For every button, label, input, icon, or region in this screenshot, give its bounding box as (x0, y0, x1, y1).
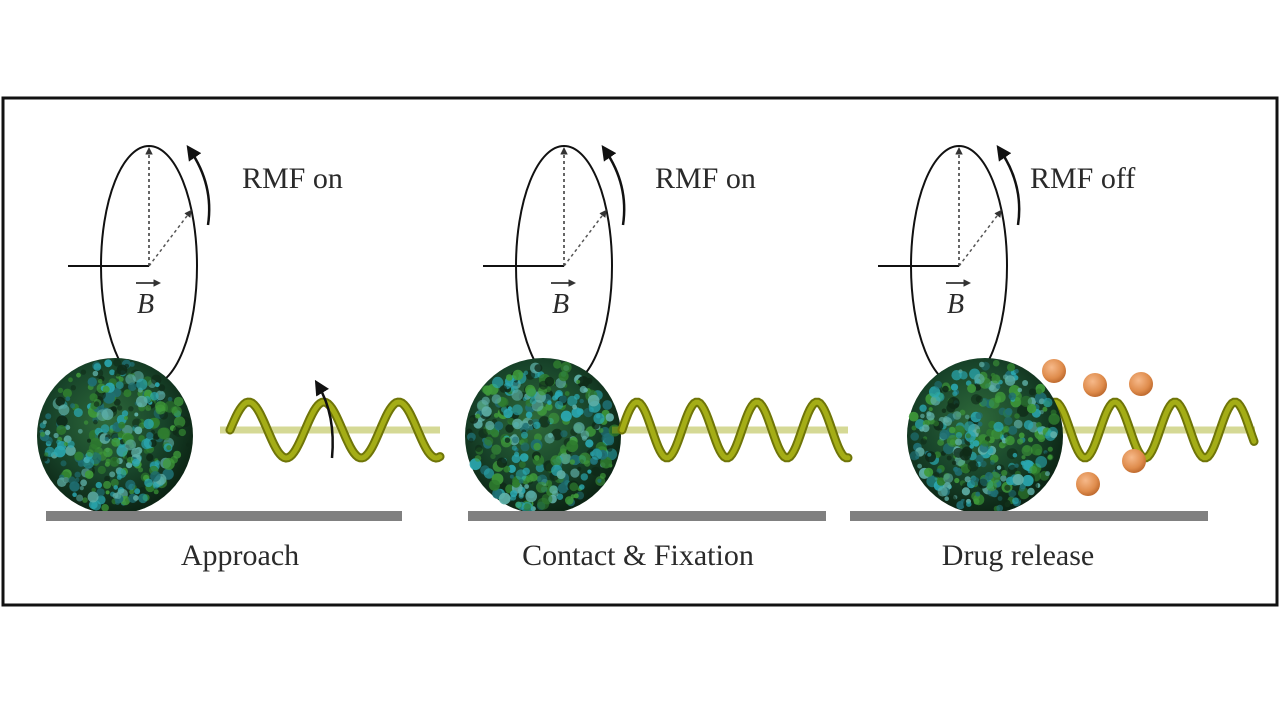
cell-texture (908, 359, 1060, 512)
tumor-cell (465, 358, 621, 514)
panel-caption: Approach (181, 539, 299, 572)
drug-particle (1083, 373, 1107, 397)
rotation-arrow-icon (186, 145, 211, 226)
field-diagram: B RMF on (68, 145, 343, 387)
field-status-label: RMF off (1030, 162, 1135, 195)
helical-microrobot (612, 397, 853, 463)
field-status-label: RMF on (655, 162, 756, 195)
drug-particle (1076, 472, 1100, 496)
drug-particles (1042, 359, 1153, 496)
rotation-arrow-icon (996, 145, 1021, 226)
cell-texture (39, 358, 191, 512)
field-symbol: B (552, 289, 569, 320)
field-symbol: B (137, 289, 154, 320)
field-vector-rotating (563, 209, 607, 267)
helical-microrobot (220, 397, 445, 463)
field-diagram: B RMF off (878, 145, 1135, 387)
substrate-surface (46, 511, 402, 521)
drug-particle (1122, 449, 1146, 473)
drug-particle (1042, 359, 1066, 383)
panel-approach: B RMF on Approach (37, 145, 445, 572)
propulsion-arrow-icon (314, 379, 334, 459)
cell-texture (465, 360, 621, 514)
tumor-cell (37, 358, 193, 514)
field-status-label: RMF on (242, 162, 343, 195)
panel-contact-fixation: B RMF on Contact & Fixation (465, 145, 853, 572)
field-vector-rotating (958, 209, 1002, 267)
rotation-arrow-icon (601, 145, 626, 226)
panel-drug-release: B RMF off Drug release (850, 145, 1259, 572)
field-vector-rotating (148, 209, 192, 267)
panel-caption: Drug release (942, 539, 1094, 572)
substrate-surface (468, 511, 826, 521)
field-diagram: B RMF on (483, 145, 756, 387)
panel-caption: Contact & Fixation (522, 539, 754, 572)
tumor-cell (907, 358, 1063, 514)
helical-microrobot (1030, 397, 1259, 463)
field-symbol: B (947, 289, 964, 320)
drug-particle (1129, 372, 1153, 396)
substrate-surface (850, 511, 1208, 521)
